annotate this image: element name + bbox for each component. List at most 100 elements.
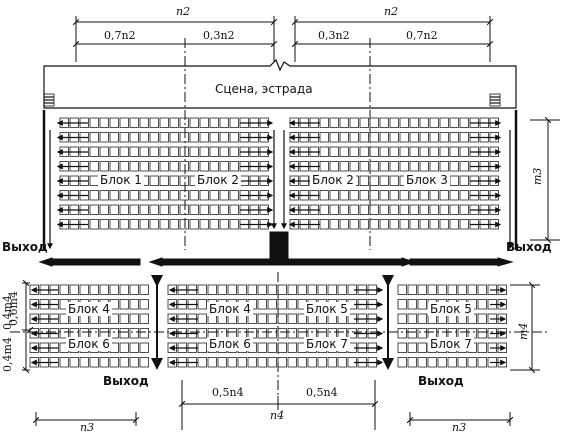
dim-03n2-right: 0,3n2 — [318, 29, 350, 42]
seat — [139, 117, 149, 128]
seat — [119, 190, 129, 201]
seat — [329, 204, 339, 215]
seat — [439, 146, 449, 157]
seat — [219, 190, 229, 201]
seat — [307, 284, 317, 295]
seat — [437, 284, 447, 295]
seat — [257, 313, 267, 324]
seat — [399, 204, 409, 215]
seat — [449, 190, 459, 201]
seat — [339, 204, 349, 215]
seat — [179, 219, 189, 230]
m3-dimension — [530, 120, 560, 240]
seat — [359, 132, 369, 143]
seat — [237, 357, 247, 368]
seat — [69, 357, 79, 368]
seat — [89, 190, 99, 201]
exit-right-label: Выход — [506, 240, 552, 254]
seat — [199, 117, 209, 128]
block-6-label-center: Блок 6 — [207, 337, 253, 351]
seat — [139, 342, 149, 353]
seat — [467, 284, 477, 295]
seat — [409, 146, 419, 157]
seat — [159, 161, 169, 172]
seat — [139, 146, 149, 157]
seat — [409, 161, 419, 172]
seat — [457, 357, 467, 368]
seat — [129, 117, 139, 128]
seat — [219, 204, 229, 215]
seat — [197, 328, 207, 339]
seat — [417, 284, 427, 295]
seat — [197, 342, 207, 353]
seat — [459, 161, 469, 172]
seat — [467, 357, 477, 368]
seat — [159, 175, 169, 186]
block-7-label-right: Блок 7 — [428, 337, 474, 351]
seat — [89, 117, 99, 128]
seat — [219, 161, 229, 172]
seat — [287, 284, 297, 295]
seat — [379, 132, 389, 143]
bottom-vertical-arrows — [151, 275, 394, 370]
seat — [437, 357, 447, 368]
seat — [449, 219, 459, 230]
seat — [407, 328, 417, 339]
seat — [369, 161, 379, 172]
seat — [199, 204, 209, 215]
seat — [369, 219, 379, 230]
seat — [217, 357, 227, 368]
seat — [179, 204, 189, 215]
seat — [457, 284, 467, 295]
seat — [149, 117, 159, 128]
seat — [89, 357, 99, 368]
seat — [329, 146, 339, 157]
seat — [319, 219, 329, 230]
seat — [417, 299, 427, 310]
seat — [409, 219, 419, 230]
seat — [389, 175, 399, 186]
seat — [129, 342, 139, 353]
seat — [149, 161, 159, 172]
seat — [359, 190, 369, 201]
seat — [199, 146, 209, 157]
seat — [139, 299, 149, 310]
seat — [277, 313, 287, 324]
seat — [109, 117, 119, 128]
seat — [207, 357, 217, 368]
seat — [389, 204, 399, 215]
seat — [169, 146, 179, 157]
seat — [119, 204, 129, 215]
seat — [257, 299, 267, 310]
seat — [99, 284, 109, 295]
seat — [439, 204, 449, 215]
seat — [59, 357, 69, 368]
seat — [337, 284, 347, 295]
seat — [389, 219, 399, 230]
seat — [229, 190, 239, 201]
seat — [327, 357, 337, 368]
seat — [459, 132, 469, 143]
seat — [439, 132, 449, 143]
seat — [419, 146, 429, 157]
seat — [297, 328, 307, 339]
seat — [229, 146, 239, 157]
seat — [277, 328, 287, 339]
seat — [217, 284, 227, 295]
seat — [199, 219, 209, 230]
seat — [419, 117, 429, 128]
seat — [189, 219, 199, 230]
seat — [149, 204, 159, 215]
seat — [257, 284, 267, 295]
seat — [247, 284, 257, 295]
stage-label: Сцена, эстрада — [212, 82, 316, 96]
seat — [99, 132, 109, 143]
seat — [109, 328, 119, 339]
seat — [209, 146, 219, 157]
dim-m3: m3 — [531, 167, 544, 185]
seat — [109, 284, 119, 295]
seat — [267, 313, 277, 324]
seat — [159, 190, 169, 201]
seat — [349, 190, 359, 201]
seat — [429, 219, 439, 230]
